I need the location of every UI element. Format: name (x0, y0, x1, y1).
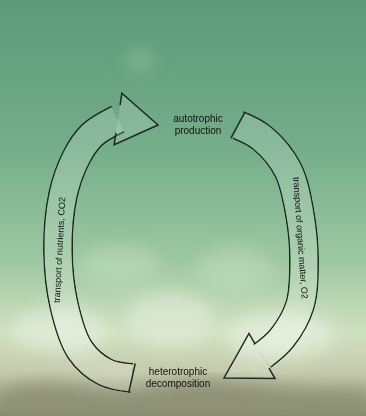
arrow-outline (58, 119, 132, 378)
arrow-head (114, 93, 158, 144)
arrow-head (224, 333, 275, 378)
cycle-arrow (58, 93, 158, 392)
node-text: autotrophic production (162, 113, 234, 138)
process-label: autotrophic production (162, 113, 234, 138)
arrow-tail (129, 363, 136, 392)
arrow-head-outline (114, 93, 158, 144)
arrow-head-outline (224, 333, 275, 378)
process-label: heterotrophic decomposition (136, 366, 220, 391)
arrow-band (58, 119, 132, 378)
arrow-outline (238, 125, 304, 356)
cycle-arrow (224, 112, 304, 379)
node-text: heterotrophic decomposition (136, 366, 220, 391)
arrow-tail (231, 112, 245, 138)
arrow-band (238, 125, 304, 356)
